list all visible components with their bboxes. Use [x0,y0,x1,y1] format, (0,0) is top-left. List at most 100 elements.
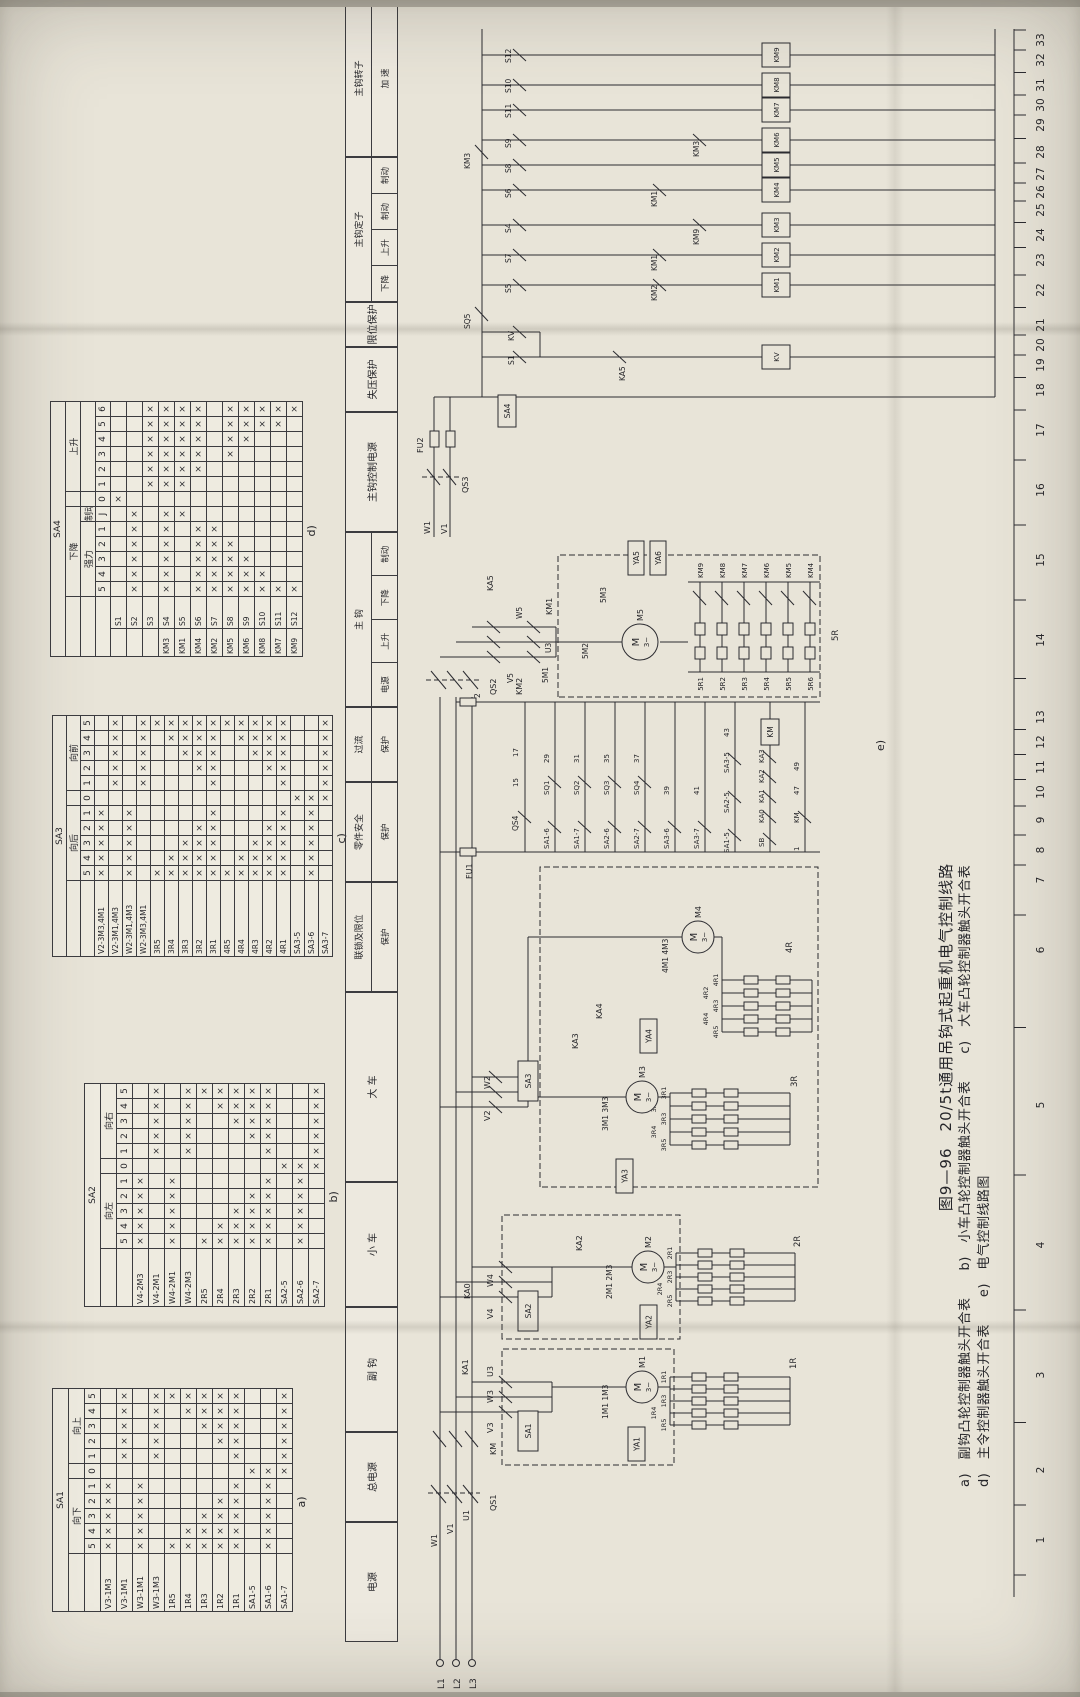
contact-mark-cell: × [174,446,191,462]
contact-mark-cell [318,805,333,821]
contact-mark-cell: × [164,1388,181,1404]
contact-mark-cell [108,820,123,836]
contact-mark-cell: × [126,581,143,597]
motor-symbol [625,1080,659,1114]
contact-mark-cell: × [222,581,239,597]
contact-mark-cell: × [222,416,239,432]
contact-mark-cell [222,476,239,492]
contact-stroke [762,810,777,824]
component-box [517,1410,539,1452]
component-label: 37 [633,754,641,763]
header-cell: 5 [84,1538,101,1554]
header-cell [65,491,81,507]
contact-mark-cell [108,835,123,851]
contact-mark-cell [94,715,109,731]
contact-mark-cell [254,551,271,567]
motor-phase-mark: 3~ [645,1092,653,1102]
contact-mark-cell [270,521,287,537]
component-box-label: YA6 [654,551,663,566]
contact-mark-cell [276,1098,293,1114]
row-label: S8 [222,596,239,629]
contact-mark-cell [126,461,143,477]
contact-mark-cell [276,1233,293,1249]
contact-mark-cell: × [164,1203,181,1219]
resistor-element [775,988,791,998]
contact-mark-cell [262,805,277,821]
component-label: KM1 [545,598,554,615]
wire [462,1484,479,1504]
contact-mark-cell [136,820,151,836]
contact-mark-cell: × [150,865,165,881]
resistor-element [697,1248,713,1258]
table-row: S2×××××× [126,401,143,657]
band-label: 主钩定子 [346,158,372,301]
contact-mark-cell: × [192,850,207,866]
resistor-label: 5R2 [719,677,727,691]
row-label: 3R3 [178,880,193,957]
contact-mark-cell: × [228,1478,245,1494]
contact-mark-cell [142,581,159,597]
wire [488,1100,503,1114]
resistor-label: 5R1 [697,677,705,691]
contact-mark-cell: × [94,820,109,836]
contact-mark-cell: × [206,805,221,821]
contact-mark-cell [244,1418,261,1434]
row-label: 2R3 [228,1248,245,1307]
contact-mark-cell: × [206,521,223,537]
header-cell: 向右 [100,1083,117,1159]
resistor-label: 1R5 [660,1419,668,1432]
header-cell: 向上 [68,1388,85,1464]
resistor-element [729,1260,745,1270]
table-row: W4-2M1××××× [164,1083,181,1307]
contact-mark-cell [206,506,223,522]
contact-mark-cell [212,1173,229,1189]
contact-mark-cell: × [262,850,277,866]
band-cell: 总电源 [345,1432,398,1522]
contact-mark-cell [228,1463,245,1479]
contactor-contact-label: KM4 [807,562,815,578]
contact-mark-cell: × [308,1098,325,1114]
component-label: KA5 [486,575,495,591]
motor-name: M1 [638,1356,647,1368]
contact-mark-cell: × [190,551,207,567]
contact-mark-cell: × [228,1523,245,1539]
resistor-element [691,1114,707,1124]
contact-mark-cell [110,521,127,537]
contact-mark-cell [308,1203,325,1219]
contact-mark-cell [276,1188,293,1204]
contact-mark-cell [94,775,109,791]
contact-mark-cell [164,1463,181,1479]
contact-mark-cell: × [190,446,207,462]
contact-mark-cell [136,850,151,866]
contact-mark-cell: × [196,1388,213,1404]
contact-stroke [802,590,817,606]
header-cell: 3 [84,1508,101,1524]
component-box-label: KM7 [773,102,781,117]
motor-phase-mark: 3~ [701,932,709,942]
ruler-number: 24 [1035,228,1047,242]
contactor-contact-label: KM8 [719,563,727,578]
ruler-number: 14 [1035,633,1047,647]
contact-mark-cell [276,1493,293,1509]
contact-mark-cell: × [222,446,239,462]
ruler-number: 12 [1035,735,1047,748]
table-row: 3R2×××××××× [192,715,207,957]
row-label: KM4 [190,628,207,657]
component-label: V4 [486,1308,495,1319]
component-label: W3 [486,1390,495,1403]
contact-mark-cell [244,1173,261,1189]
band-label: 主 钩 [346,533,372,706]
contact-mark-cell [254,521,271,537]
contact-mark-cell: × [308,1143,325,1159]
contact-mark-cell [290,730,305,746]
row-label: 4R1 [276,880,291,957]
contact-mark-cell: × [100,1538,117,1554]
contact-stroke [692,590,707,606]
contact-mark-cell: × [190,536,207,552]
table-header-row: 强力制动 [80,401,96,657]
subfigure-marker-sa4: d) [305,525,318,537]
component-label: KM [489,1443,498,1455]
row-label: SA3-7 [318,880,333,957]
contact-mark-cell [110,566,127,582]
